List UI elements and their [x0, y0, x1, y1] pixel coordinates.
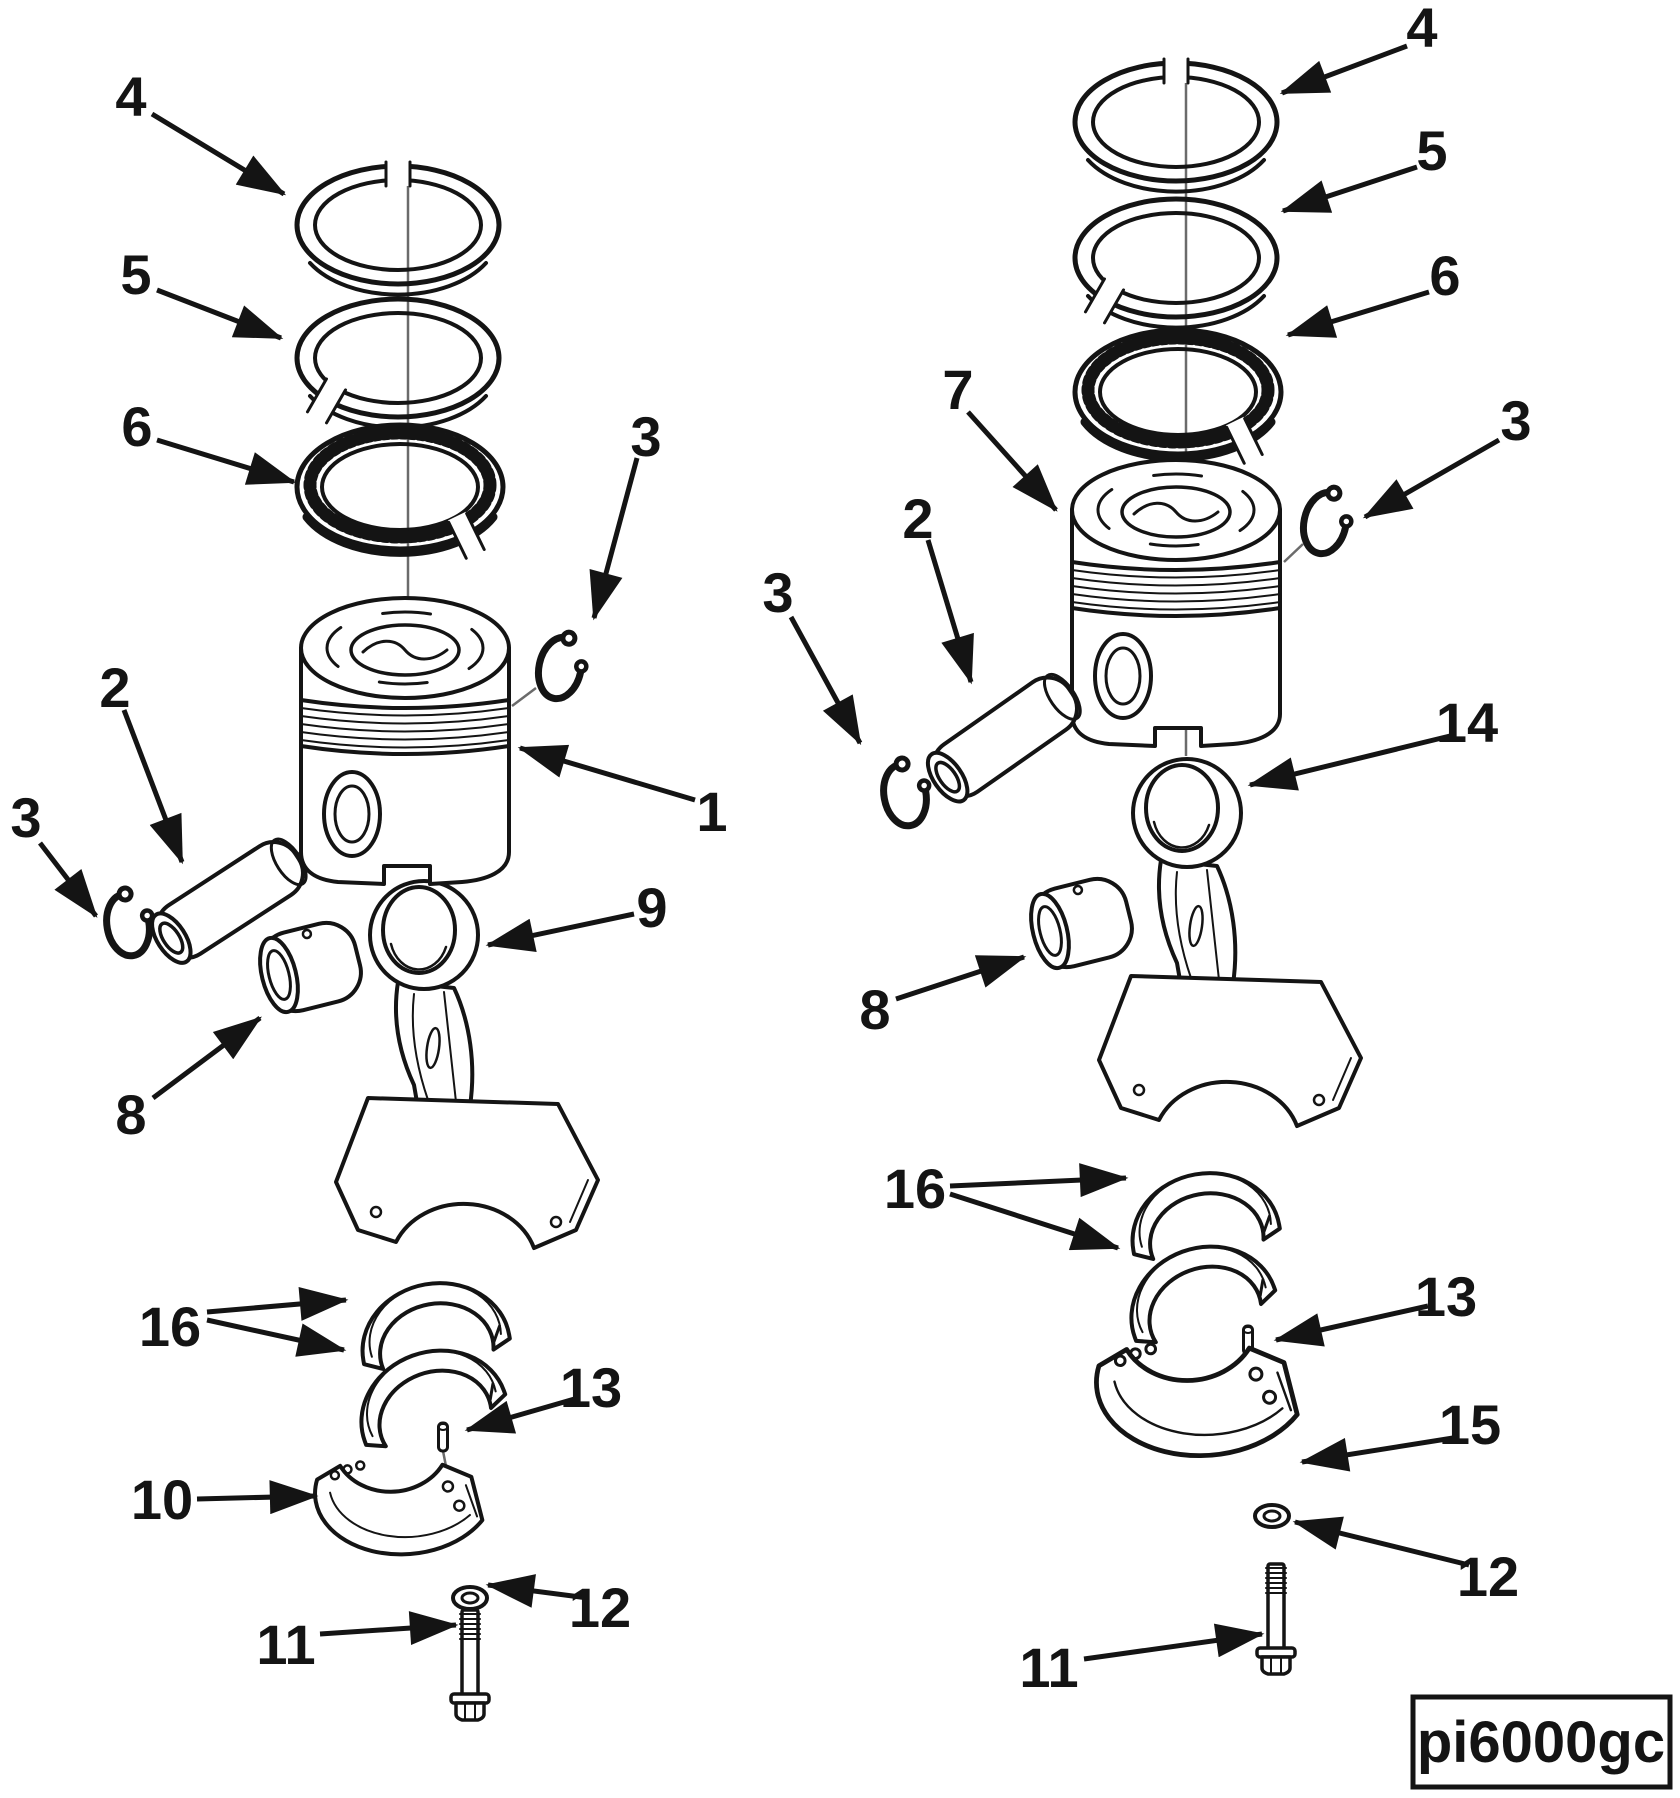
callout-right-14: 14 [1436, 691, 1498, 754]
dowel-pin-left [437, 1421, 449, 1453]
callout-left-9: 9 [636, 876, 667, 939]
callout-left-8: 8 [115, 1083, 146, 1146]
callout-right-15: 15 [1439, 1393, 1501, 1456]
figure-code-text: pi6000gc [1417, 1710, 1665, 1775]
arrow-left-16-upper [206, 1287, 349, 1321]
callout-left-5: 5 [120, 243, 151, 306]
arrow-right-4 [1279, 43, 1408, 96]
callout-right-8: 8 [859, 978, 890, 1041]
rod-cap-left [310, 1451, 487, 1563]
callout-left-3-right: 3 [630, 405, 661, 468]
callout-right-7: 7 [942, 358, 973, 421]
arrow-left-8 [151, 1015, 262, 1101]
arrow-right-16-upper [949, 1163, 1129, 1198]
arrow-right-5 [1280, 164, 1418, 214]
arrow-left-13 [464, 1395, 579, 1434]
arrow-right-2 [925, 539, 974, 685]
arrow-left-6 [156, 437, 297, 485]
arrow-right-12 [1292, 1516, 1470, 1568]
callout-left-11: 11 [256, 1613, 315, 1676]
retaining-ring-right-right [1298, 482, 1358, 558]
figure-code-border [1410, 1694, 1673, 1790]
arrow-right-16-lower [949, 1191, 1121, 1251]
arrow-right-15 [1299, 1435, 1454, 1472]
callout-right-11: 11 [1019, 1636, 1078, 1699]
callout-right-16: 16 [884, 1157, 946, 1220]
right-assembly [878, 57, 1363, 1676]
callout-left-2: 2 [99, 656, 130, 719]
callout-arrows [38, 43, 1501, 1662]
arrow-right-14 [1247, 733, 1451, 791]
retaining-ring-left-left [101, 884, 159, 959]
callout-right-3-left: 3 [762, 561, 793, 624]
arrow-left-5 [156, 287, 284, 341]
cap-bolt-right [1255, 1562, 1297, 1676]
arrow-left-2 [121, 709, 185, 865]
arrow-right-6 [1285, 289, 1430, 338]
callout-right-2: 2 [902, 487, 933, 550]
arrow-right-7 [966, 410, 1058, 512]
arrow-right-8 [895, 954, 1027, 1002]
callout-left-1: 1 [696, 780, 727, 843]
callout-right-12: 12 [1457, 1545, 1519, 1608]
connecting-rod-left [334, 879, 600, 1250]
callout-right-6: 6 [1429, 244, 1460, 307]
arrow-right-3-right [1362, 437, 1501, 520]
callout-left-3-left: 3 [10, 786, 41, 849]
piston-left [299, 596, 511, 886]
arrow-left-3-right [589, 457, 640, 621]
left-assembly [101, 160, 600, 1722]
arrow-right-13 [1273, 1303, 1429, 1347]
arrow-left-11 [319, 1611, 459, 1646]
arrow-left-3-left [38, 841, 98, 918]
callout-right-3-right: 3 [1500, 389, 1531, 452]
callout-left-10: 10 [131, 1468, 193, 1531]
callout-left-6: 6 [121, 395, 152, 458]
retaining-ring-left-right [533, 627, 593, 703]
callout-left-4: 4 [115, 65, 146, 128]
callout-right-13: 13 [1415, 1265, 1477, 1328]
callout-right-4: 4 [1406, 0, 1437, 59]
pin-bushing-left [250, 914, 370, 1020]
arrow-left-16-lower [206, 1317, 347, 1357]
piston-right [1070, 458, 1282, 748]
arrow-right-11 [1083, 1623, 1265, 1662]
arrow-left-1 [517, 744, 696, 803]
cap-bolt-left [449, 1608, 491, 1722]
callout-right-5: 5 [1416, 119, 1447, 182]
pin-bushing-right [1021, 870, 1141, 976]
connecting-rod-right [1097, 757, 1363, 1128]
callout-left-13: 13 [560, 1356, 622, 1419]
rod-cap-right [1094, 1334, 1300, 1462]
arrow-left-10 [196, 1480, 319, 1515]
arrow-left-4 [150, 111, 287, 197]
piston-pin-right [917, 664, 1091, 811]
arrow-left-9 [485, 911, 635, 953]
callout-labels: 4 5 6 3 2 3 1 9 8 16 13 10 12 11 4 5 6 7… [10, 0, 1531, 1699]
figure-code-box: pi6000gc [1410, 1694, 1673, 1790]
washer-right [1253, 1503, 1291, 1529]
washer-left [451, 1585, 489, 1611]
callout-left-16: 16 [139, 1295, 201, 1358]
arrow-left-12 [485, 1574, 589, 1608]
arrow-right-3-left [788, 615, 863, 746]
callout-left-12: 12 [569, 1576, 631, 1639]
